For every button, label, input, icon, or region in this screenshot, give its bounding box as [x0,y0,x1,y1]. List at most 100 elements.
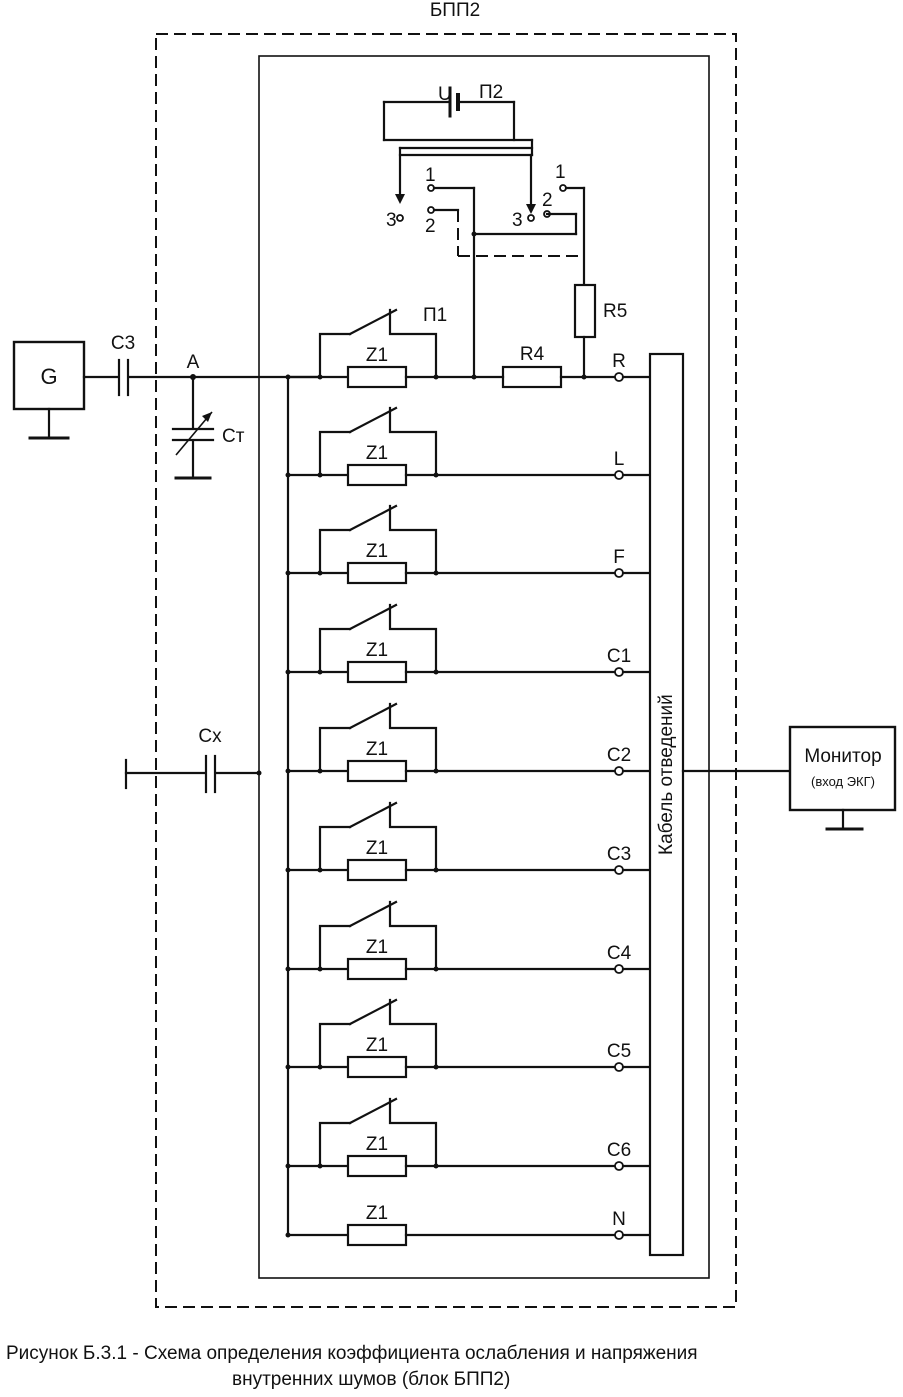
label-cx: Сх [198,726,222,747]
terminal-l [614,470,624,480]
switch-wire-right-c1 [388,603,438,674]
switch-blade-r [348,308,398,336]
lead-label-c1: C1 [607,646,631,667]
switch-blade-l [348,406,398,434]
lead-label-r: R [612,351,626,372]
resistor-z1-r [346,365,408,389]
switch-wire-right-c4 [388,900,438,971]
resistor-z1-n [346,1223,408,1247]
lead-cable-box [648,352,685,1257]
block-title: БПП2 [430,0,480,21]
label-pos-3-right: 3 [512,210,523,231]
lead-label-c3: C3 [607,844,631,865]
switch-wire-left-c4 [318,924,352,971]
terminal-f [614,568,624,578]
caption-line-1: Рисунок Б.3.1 - Схема определения коэффи… [6,1343,698,1364]
label-z1-r: Z1 [366,345,388,366]
switch-blade-c6 [348,1097,398,1125]
resistor-z1-c4 [346,957,408,981]
switch-wire-right-c3 [388,801,438,872]
outer-dashed-boundary [155,33,737,1308]
resistor-z1-c1 [346,660,408,684]
lead-label-c2: C2 [607,745,631,766]
resistor-z1-c5 [346,1055,408,1079]
lead-label-l: L [614,449,625,470]
terminal-n [614,1230,624,1240]
label-pos-2-left: 2 [425,216,436,237]
lead-cable-label: Кабель отведений [656,694,677,855]
label-r4: R4 [520,344,545,365]
resistor-z1-c6 [346,1154,408,1178]
label-pos-2-right: 2 [542,190,553,211]
label-z1-c1: Z1 [366,640,388,661]
lead-label-c6: C6 [607,1140,631,1161]
switch-blade-f [348,504,398,532]
r4-node-dot [471,374,477,380]
resistor-z1-f [346,561,408,585]
resistor-r5 [573,283,597,339]
terminal-c6 [614,1161,624,1171]
lead-label-c5: C5 [607,1041,631,1062]
terminal-r [614,372,624,382]
switch-p2-assembly [382,86,586,379]
generator-label: G [40,364,57,389]
monitor-box [788,725,897,812]
label-node-a: А [187,352,200,373]
switch-wire-left-r [318,332,352,379]
label-pos-3-left: 3 [386,210,397,231]
label-pos-1-right: 1 [555,162,566,183]
switch-wire-right-r [388,308,438,379]
resistor-r4 [501,365,563,389]
capacitor-ct-variable [171,375,215,480]
switch-wire-left-c6 [318,1121,352,1168]
label-pos-1-left: 1 [425,165,436,186]
label-z1-n: Z1 [366,1203,388,1224]
switch-blade-c3 [348,801,398,829]
lead-label-f: F [613,547,625,568]
label-z1-c4: Z1 [366,937,388,958]
terminal-c5 [614,1062,624,1072]
monitor-title: Монитор [804,746,881,767]
capacitor-cx [124,754,262,794]
circuit-diagram: БПП2 G С3 А Ст Сх [12,0,897,1308]
resistor-z1-c3 [346,858,408,882]
switch-blade-c2 [348,702,398,730]
resistor-z1-c2 [346,759,408,783]
switch-wire-left-l [318,430,352,477]
lead-label-c4: C4 [607,943,632,964]
switch-wire-right-c6 [388,1097,438,1168]
label-z1-f: Z1 [366,541,388,562]
switch-wire-right-f [388,504,438,575]
r5-node-dot [581,374,587,380]
label-z1-c6: Z1 [366,1134,388,1155]
label-ct: Ст [222,426,245,447]
label-p2: П2 [479,82,503,103]
monitor-subtitle: (вход ЭКГ) [811,774,875,789]
resistor-z1-l [346,463,408,487]
generator-ground-symbol [28,407,70,440]
switch-wire-left-c5 [318,1022,352,1069]
label-z1-l: Z1 [366,443,388,464]
switch-blade-c1 [348,603,398,631]
switch-wire-right-c5 [388,998,438,1069]
capacitor-c3 [117,358,130,397]
terminal-c3 [614,865,624,875]
switch-wire-left-f [318,528,352,575]
lead-label-n: N [612,1209,626,1230]
inner-block-boundary [258,55,710,1279]
label-z1-c2: Z1 [366,739,388,760]
caption-line-2: внутренних шумов (блок БПП2) [232,1369,511,1390]
label-z1-c5: Z1 [366,1035,388,1056]
switch-wire-right-l [388,406,438,477]
label-u: U [438,84,452,105]
switch-wire-left-c2 [318,726,352,773]
label-c3: С3 [111,333,135,354]
switch-blade-c5 [348,998,398,1026]
label-z1-c3: Z1 [366,838,388,859]
label-r5: R5 [603,301,627,322]
switch-wire-left-c1 [318,627,352,674]
label-p1: П1 [423,305,447,326]
switch-wire-left-c3 [318,825,352,872]
monitor-ground-symbol [825,808,864,831]
